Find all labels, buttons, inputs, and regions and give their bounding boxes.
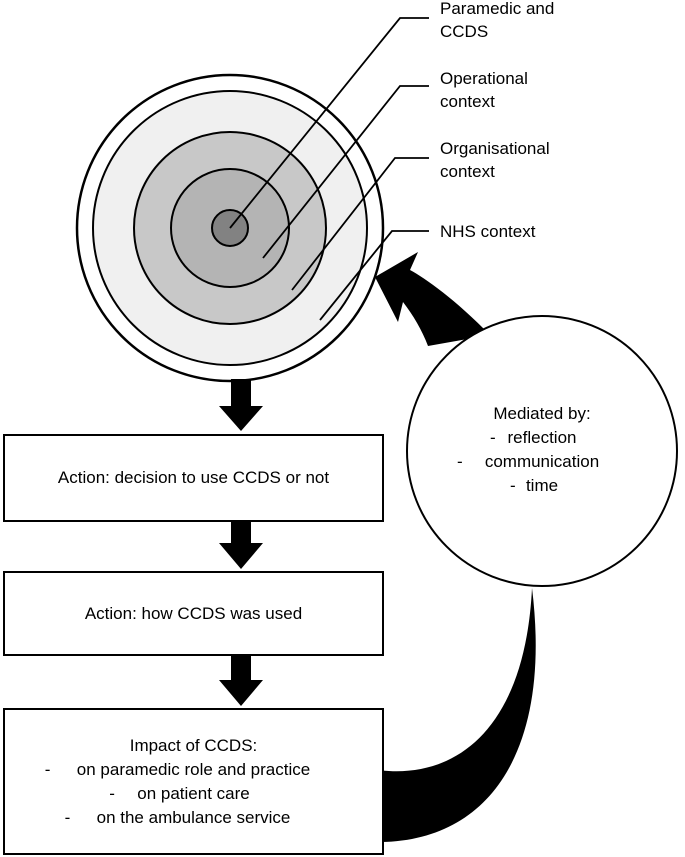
impact-item-text: on patient care: [137, 783, 250, 803]
impact-box: Impact of CCDS: - on paramedic role and …: [3, 708, 384, 855]
mediator-circle: [406, 315, 678, 587]
impact-item: - on patient care: [109, 782, 250, 806]
action-decision-text: Action: decision to use CCDS or not: [57, 468, 330, 487]
label-nhs-context: NHS context: [440, 222, 536, 241]
impact-item-text: on paramedic role and practice: [76, 759, 311, 779]
mediator-item: - time: [412, 474, 672, 498]
bullet-dash: -: [510, 476, 516, 495]
mediator-item-text: time: [525, 476, 559, 495]
impact-item-text: on the ambulance service: [96, 807, 291, 827]
action-decision-box: Action: decision to use CCDS or not: [3, 434, 384, 522]
label-organisational-context: Organisational context: [440, 139, 550, 181]
feedback-arrow-body: [378, 588, 536, 842]
leader-line-paramedic: [229, 17, 429, 229]
down-arrow-3: [219, 655, 263, 706]
bullet-dash: -: [44, 759, 51, 779]
action-how-used-box: Action: how CCDS was used: [3, 571, 384, 656]
bullet-dash: -: [64, 807, 71, 827]
mediator-item: - reflection: [412, 426, 672, 450]
down-arrow-1: [219, 379, 263, 431]
impact-item: - on the ambulance service: [65, 806, 291, 830]
down-arrow-2: [219, 521, 263, 569]
mediator-item: - communication: [412, 450, 672, 474]
bullet-dash: -: [109, 783, 115, 803]
bullet-dash: -: [490, 428, 496, 447]
action-how-used-text: Action: how CCDS was used: [84, 603, 303, 623]
mediator-item-text: reflection: [507, 428, 577, 447]
label-paramedic-and-ccds: Paramedic and CCDS: [440, 0, 555, 41]
label-operational-context: Operational context: [440, 69, 528, 111]
leader-line-organisational: [291, 157, 429, 291]
impact-item: - on paramedic role and practice: [45, 758, 311, 782]
impact-title: Impact of CCDS:: [129, 735, 258, 755]
mediator-title: Mediated by:: [493, 404, 591, 423]
mediator-text-block: Mediated by: - reflection - communicatio…: [412, 402, 672, 498]
leader-line-operational: [262, 85, 429, 259]
leader-line-nhs: [319, 230, 429, 321]
mediator-item-text: communication: [484, 452, 600, 471]
feedback-arrow-head: [375, 252, 490, 346]
bullet-dash: -: [457, 452, 463, 471]
